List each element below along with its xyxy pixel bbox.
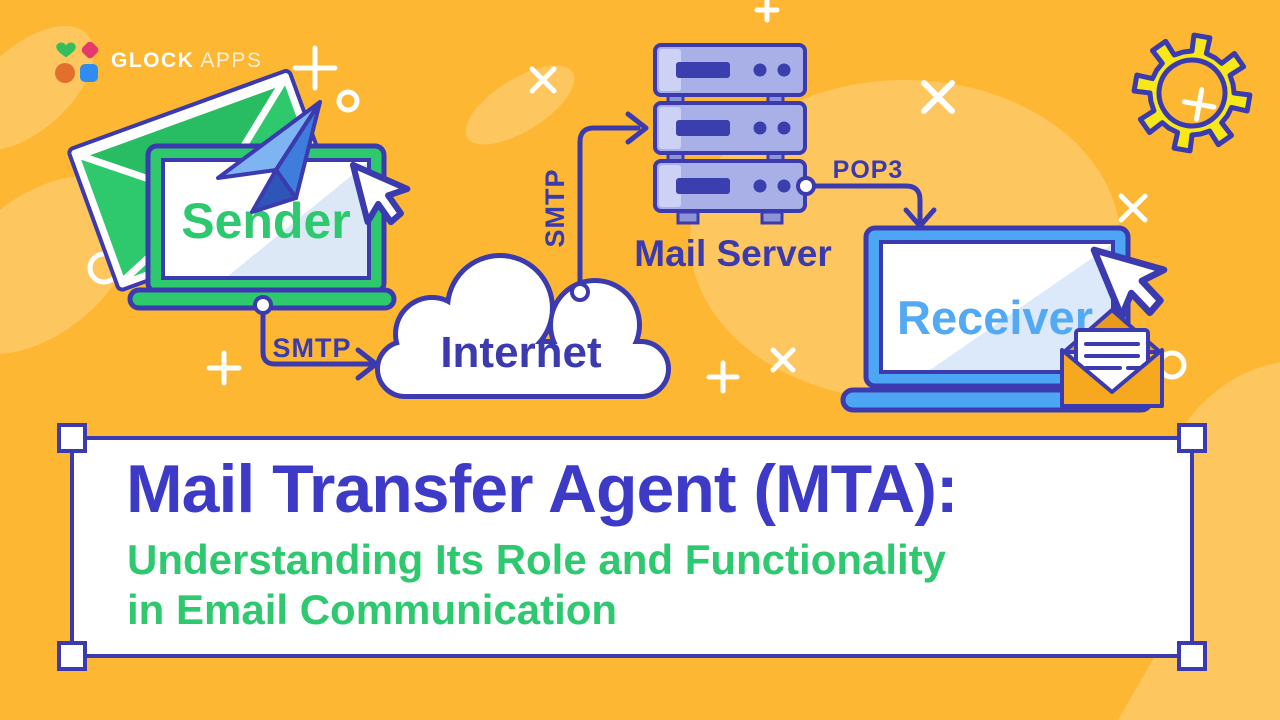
- x-mark: [770, 347, 796, 373]
- cloud-icon: [375, 253, 671, 399]
- square-icon: [80, 64, 98, 82]
- corner-handle: [57, 641, 87, 671]
- smtp-arrow-server: [577, 111, 649, 295]
- x-mark: [1118, 193, 1148, 223]
- pop3-label: POP3: [833, 156, 904, 184]
- smtp-server-label: SMTP: [540, 168, 570, 247]
- circle-mark: [336, 89, 360, 113]
- gear-icon: [1131, 32, 1253, 154]
- internet-label: Internet: [440, 328, 602, 377]
- smtp-sender-label: SMTP: [272, 333, 351, 363]
- circle-icon: [55, 63, 75, 83]
- cursor-icon: [1090, 246, 1168, 320]
- brand-logo-icon: [55, 40, 100, 83]
- plus-mark: [706, 360, 740, 394]
- mail-server-label: Mail Server: [634, 233, 831, 274]
- x-mark: [529, 66, 557, 94]
- diamond-icon: [80, 40, 100, 60]
- plus-mark: [1181, 87, 1217, 122]
- paper-plane-icon: [216, 100, 322, 214]
- page-subtitle-line1: Understanding Its Role and Functionality: [127, 536, 947, 584]
- brand-name-primary: GLOCK: [111, 49, 195, 72]
- heart-icon: [56, 42, 76, 58]
- plus-mark: [292, 45, 338, 91]
- plus-mark: [206, 350, 242, 386]
- connector-node: [570, 282, 590, 302]
- server-icon: [653, 43, 807, 225]
- connector-node: [253, 295, 273, 315]
- title-banner: Mail Transfer Agent (MTA): Understanding…: [57, 423, 1207, 671]
- page-title: Mail Transfer Agent (MTA):: [126, 451, 959, 527]
- receiver-label: Receiver: [897, 291, 1093, 344]
- page-subtitle: Understanding Its Role and Functionality…: [127, 535, 1190, 633]
- open-envelope-icon: [1060, 308, 1164, 408]
- corner-handle: [1177, 423, 1207, 453]
- cursor-icon: [349, 161, 411, 226]
- decorative-marks: [87, 0, 1187, 394]
- corner-handle: [57, 423, 87, 453]
- plus-mark: [754, 0, 780, 23]
- x-mark: [921, 80, 955, 114]
- corner-handle: [1177, 641, 1207, 671]
- page-subtitle-line2: in Email Communication: [127, 585, 618, 633]
- connector-node: [796, 176, 816, 196]
- brand-name-secondary: APPS: [200, 49, 263, 72]
